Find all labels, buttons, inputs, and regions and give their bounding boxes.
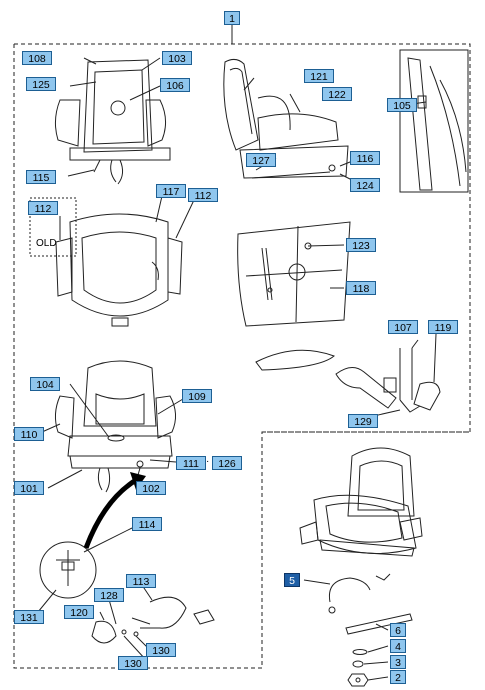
callout-1[interactable]: 1	[224, 11, 240, 25]
complete-seat	[299, 447, 423, 557]
callout-124[interactable]: 124	[350, 178, 380, 192]
callout-109[interactable]: 109	[182, 389, 212, 403]
callout-119[interactable]: 119	[428, 320, 458, 334]
seat-rear-view	[54, 59, 171, 185]
callout-2[interactable]: 2	[390, 670, 406, 684]
dot-separator: ·	[206, 456, 210, 467]
callout-105[interactable]: 105	[387, 98, 417, 112]
callout-130-bottom[interactable]: 130	[118, 656, 148, 670]
lever-detail	[39, 541, 215, 644]
mounting-parts	[328, 573, 413, 687]
callout-6[interactable]: 6	[390, 623, 406, 637]
callout-113[interactable]: 113	[126, 574, 156, 588]
callout-110[interactable]: 110	[14, 427, 44, 441]
callout-106[interactable]: 106	[160, 78, 190, 92]
callout-103[interactable]: 103	[162, 51, 192, 65]
callout-3[interactable]: 3	[390, 655, 406, 669]
callout-129[interactable]: 129	[348, 414, 378, 428]
callout-123[interactable]: 123	[346, 238, 376, 252]
callout-118[interactable]: 118	[346, 281, 376, 295]
seat-top-view	[29, 197, 183, 327]
callout-111[interactable]: 111	[176, 456, 206, 470]
callout-130-top[interactable]: 130	[146, 643, 176, 657]
callout-108[interactable]: 108	[22, 51, 52, 65]
callout-112-right[interactable]: 112	[188, 188, 218, 202]
callout-107[interactable]: 107	[388, 320, 418, 334]
assembly-frame	[13, 43, 471, 669]
old-label: OLD	[36, 238, 57, 249]
callout-112-left[interactable]: 112	[28, 201, 58, 215]
callout-102[interactable]: 102	[136, 481, 166, 495]
callout-114[interactable]: 114	[132, 517, 162, 531]
callout-122[interactable]: 122	[322, 87, 352, 101]
callout-127[interactable]: 127	[246, 153, 276, 167]
callout-120[interactable]: 120	[64, 605, 94, 619]
callout-5[interactable]: 5	[284, 573, 300, 587]
base-plate	[237, 221, 351, 327]
curved-arrow	[83, 477, 138, 549]
seat-side-view	[223, 58, 349, 179]
callout-126[interactable]: 126	[212, 456, 242, 470]
callout-4[interactable]: 4	[390, 639, 406, 653]
callout-121[interactable]: 121	[304, 69, 334, 83]
callout-117[interactable]: 117	[156, 184, 186, 198]
callout-131[interactable]: 131	[14, 610, 44, 624]
callout-116[interactable]: 116	[350, 151, 380, 165]
callout-115[interactable]: 115	[26, 170, 56, 184]
detail-inset	[399, 49, 469, 193]
callout-128[interactable]: 128	[94, 588, 124, 602]
callout-125[interactable]: 125	[26, 77, 56, 91]
callout-104[interactable]: 104	[30, 377, 60, 391]
armrest-assembly	[255, 348, 441, 413]
seat-front-view	[54, 360, 176, 493]
callout-101[interactable]: 101	[14, 481, 44, 495]
